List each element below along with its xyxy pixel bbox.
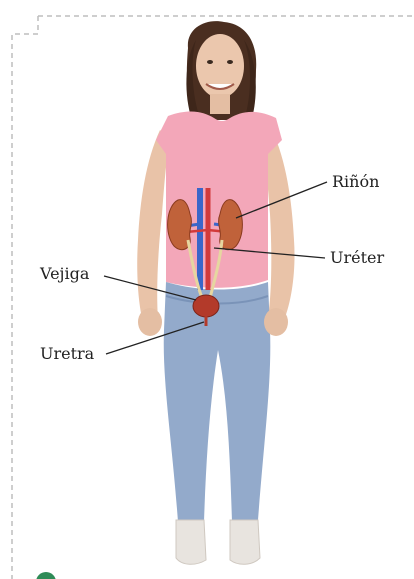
right-shoe [230, 520, 260, 564]
left-shoe [176, 520, 206, 564]
label-ureter: Uréter [330, 250, 384, 266]
label-uretra: Uretra [40, 346, 94, 362]
bladder [193, 295, 219, 317]
girl-figure [137, 21, 294, 564]
green-marker-icon [36, 572, 56, 579]
label-vejiga: Vejiga [40, 266, 89, 282]
jeans [164, 282, 271, 522]
label-rinon: Riñón [332, 174, 379, 190]
